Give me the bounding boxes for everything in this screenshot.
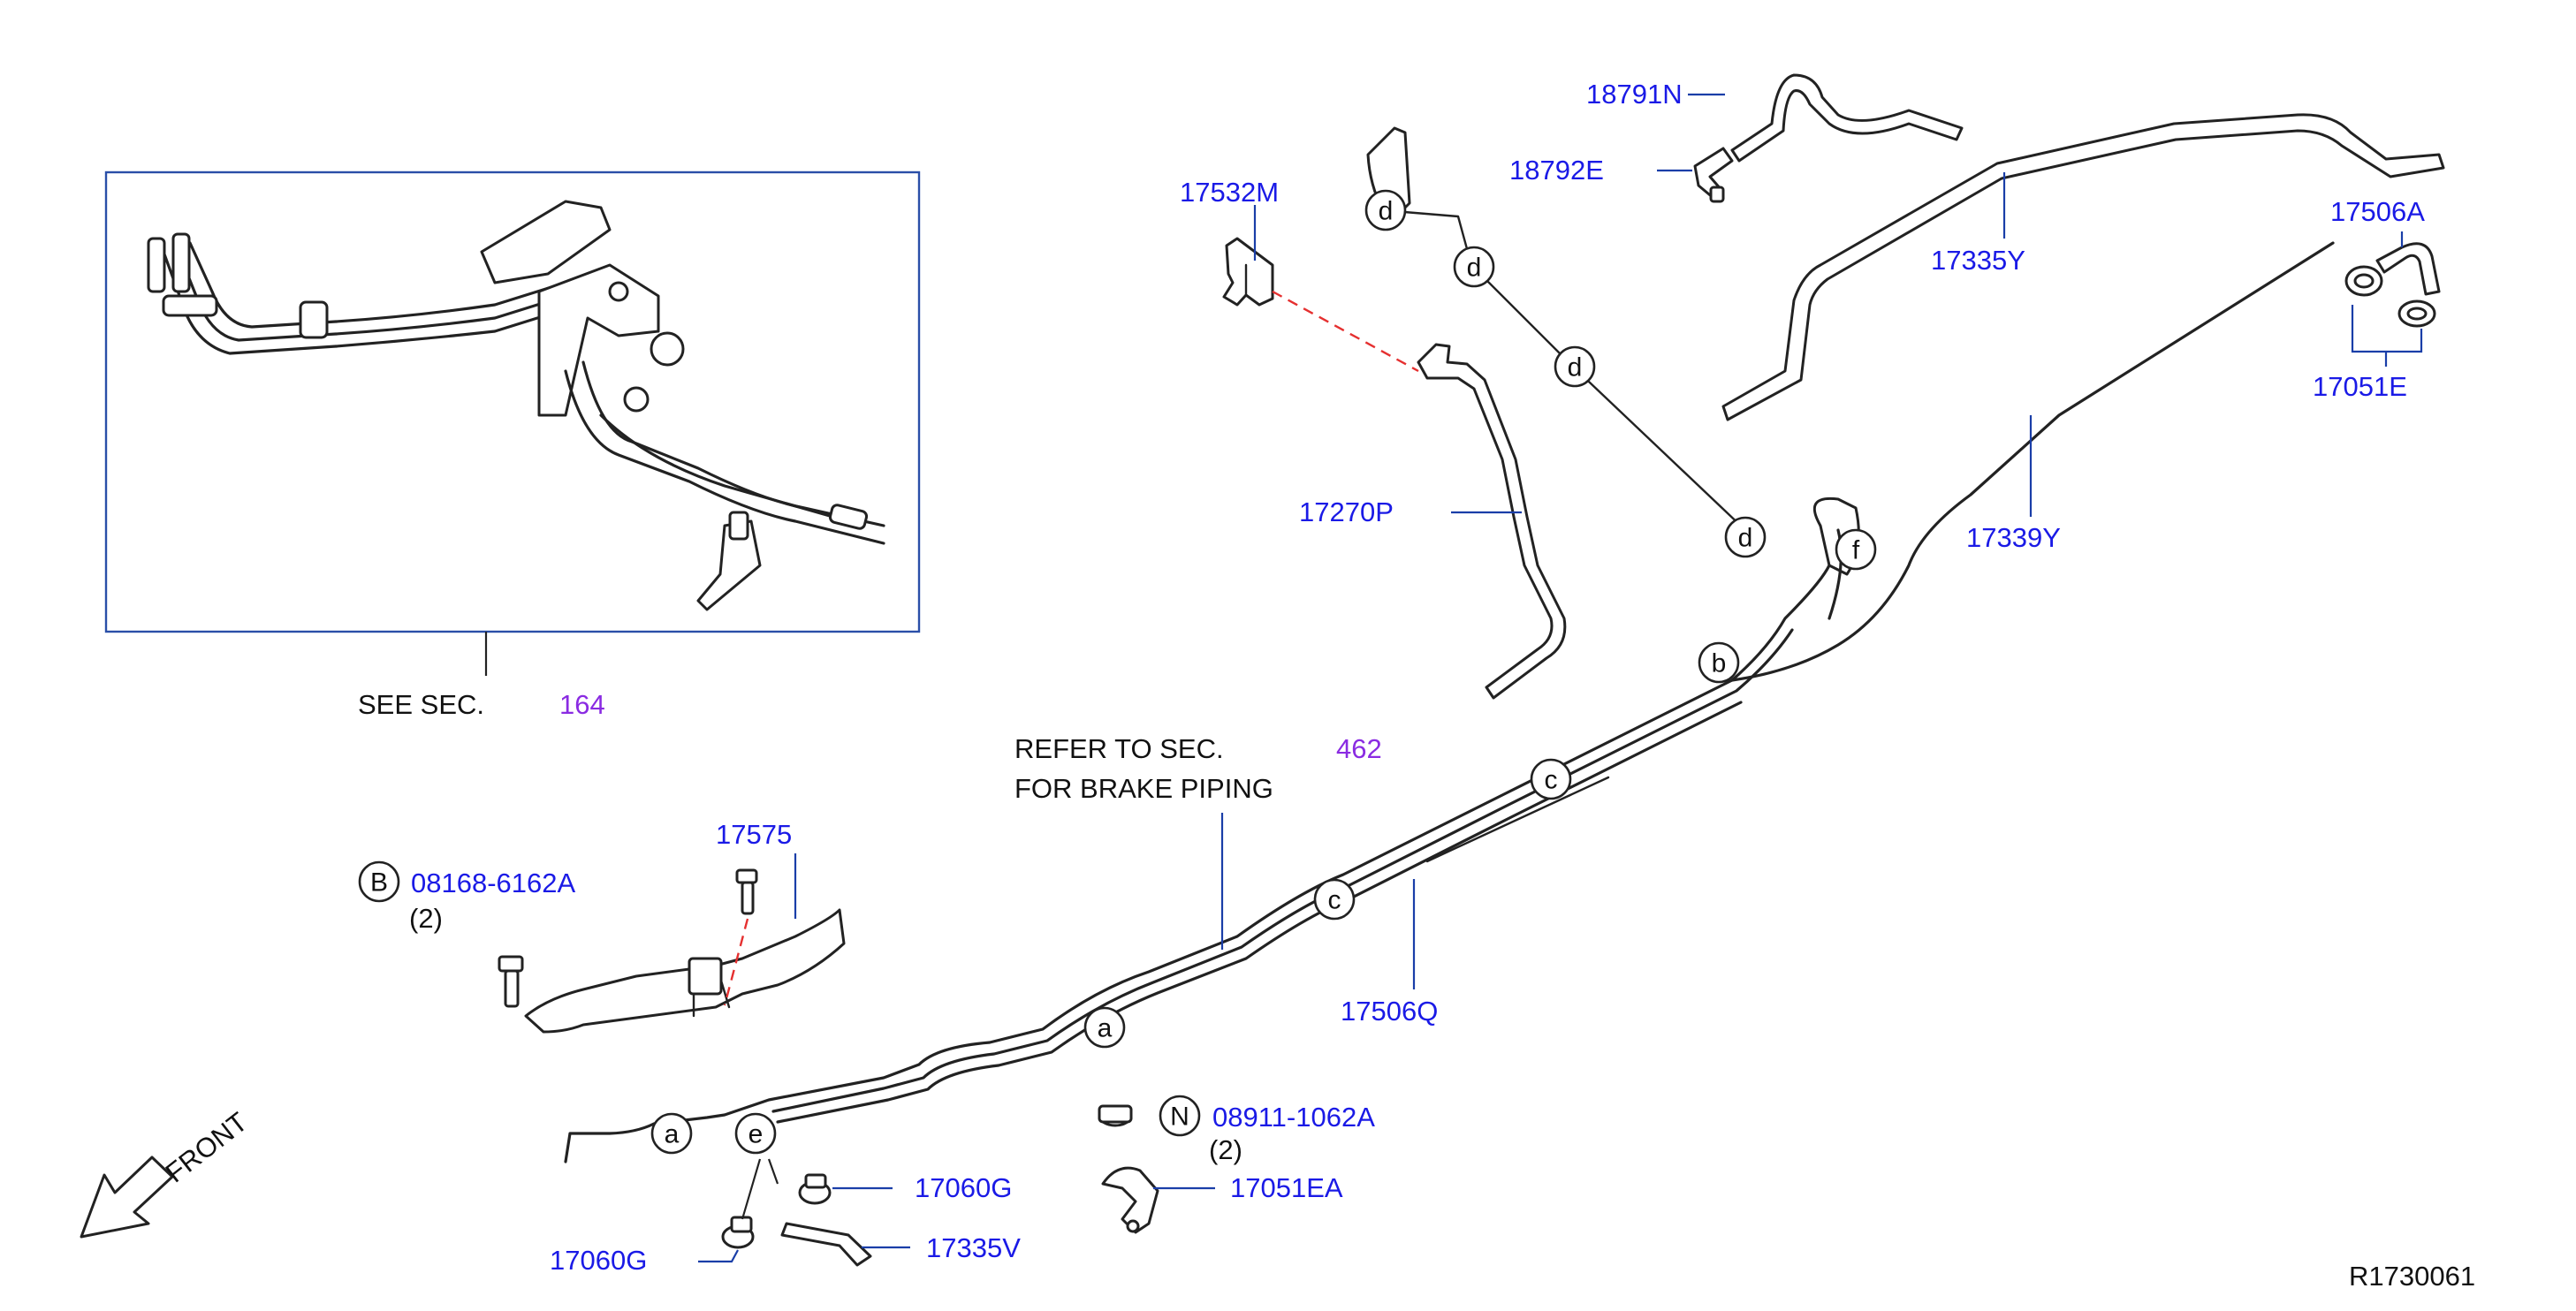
main-pipe-bundle	[564, 241, 2335, 1163]
part-18791N[interactable]: 18791N	[1586, 79, 1683, 110]
see-section-label: SEE SEC.	[358, 689, 484, 720]
inset-tank-piping-illustration	[147, 200, 885, 611]
part-08168-6162A[interactable]: 08168-6162A	[411, 868, 575, 898]
part-17506Q[interactable]: 17506Q	[1341, 996, 1438, 1027]
callout-d-2: d	[1453, 246, 1495, 288]
bolt-08168-6162A	[498, 955, 524, 1008]
callout-d-4: d	[1724, 516, 1767, 558]
svg-text:N: N	[1170, 1103, 1189, 1132]
hose-17335V	[780, 1222, 872, 1267]
hose-17506A-and-clamps	[2344, 242, 2441, 328]
callout-f: f	[1835, 528, 1877, 571]
callout-a-left: a	[650, 1112, 693, 1155]
svg-text:d: d	[1738, 524, 1753, 553]
svg-text:a: a	[665, 1120, 680, 1149]
leader-e-17060G	[767, 1158, 779, 1185]
svg-text:d: d	[1379, 197, 1394, 226]
part-17270P[interactable]: 17270P	[1299, 496, 1394, 527]
dashed-guide-17575	[723, 918, 749, 1006]
callout-d-3: d	[1554, 345, 1596, 388]
hose-18791N	[1730, 73, 1964, 163]
part-17335V[interactable]: 17335V	[926, 1232, 1021, 1263]
nut-08911-1062A	[1098, 1104, 1133, 1127]
svg-text:e: e	[748, 1120, 764, 1149]
svg-text:b: b	[1712, 649, 1727, 678]
tube-17270P	[1417, 343, 1567, 700]
svg-text:d: d	[1568, 353, 1583, 383]
svg-text:d: d	[1467, 254, 1482, 283]
hose-17335Y	[1721, 113, 2445, 421]
refer-section-link[interactable]: 462	[1336, 733, 1382, 764]
front-arrow-icon	[80, 1156, 174, 1239]
svg-text:c: c	[1545, 766, 1558, 795]
hose-d-chain	[1366, 126, 1747, 532]
part-08911-1062A[interactable]: 08911-1062A	[1212, 1102, 1375, 1133]
bolt-17575	[735, 868, 758, 915]
front-label: FRONT	[160, 1106, 254, 1188]
part-17060G-lower[interactable]: 17060G	[550, 1245, 647, 1276]
clamp-17060G-upper	[798, 1173, 832, 1205]
leader-17060G-lower	[698, 1249, 739, 1263]
part-17051EA[interactable]: 17051EA	[1230, 1172, 1343, 1203]
diagram-code: R1730061	[2349, 1261, 2475, 1292]
clip-17051EA	[1101, 1166, 1159, 1234]
leader-e-17060G-lower	[741, 1158, 762, 1220]
clamp-17060G-lower	[721, 1216, 755, 1249]
callout-N: N	[1159, 1095, 1201, 1137]
svg-text:f: f	[1852, 536, 1860, 565]
connector-18792E	[1693, 147, 1734, 203]
svg-text:B: B	[370, 868, 388, 898]
refer-section-line1: REFER TO SEC.	[1014, 733, 1224, 764]
svg-text:c: c	[1328, 886, 1341, 915]
leader-17051E	[2351, 305, 2423, 367]
qty-08911-1062A: (2)	[1209, 1134, 1242, 1165]
part-17339Y[interactable]: 17339Y	[1966, 522, 2061, 553]
callout-d-1: d	[1364, 189, 1407, 231]
inset-frame	[104, 171, 921, 633]
bracket-17532M	[1222, 237, 1274, 307]
see-section-link[interactable]: 164	[559, 689, 605, 720]
part-17051E[interactable]: 17051E	[2313, 371, 2407, 402]
callout-B: B	[358, 860, 400, 903]
callout-c-left: c	[1313, 878, 1356, 921]
part-17575[interactable]: 17575	[716, 819, 792, 850]
callout-e: e	[734, 1112, 777, 1155]
callout-b: b	[1698, 641, 1740, 684]
callout-c-right: c	[1530, 758, 1572, 800]
refer-section-line2: FOR BRAKE PIPING	[1014, 773, 1273, 804]
dashed-guide-17532M	[1272, 290, 1419, 373]
qty-08168-6162A: (2)	[409, 903, 443, 934]
part-17335Y[interactable]: 17335Y	[1931, 245, 2025, 276]
part-17060G-upper[interactable]: 17060G	[915, 1172, 1012, 1203]
callout-a-right: a	[1083, 1006, 1126, 1049]
bracket-17575	[524, 908, 846, 1034]
svg-text:a: a	[1098, 1014, 1113, 1043]
part-18792E[interactable]: 18792E	[1509, 155, 1604, 186]
part-17532M[interactable]: 17532M	[1180, 177, 1279, 208]
part-17506A[interactable]: 17506A	[2330, 196, 2425, 227]
